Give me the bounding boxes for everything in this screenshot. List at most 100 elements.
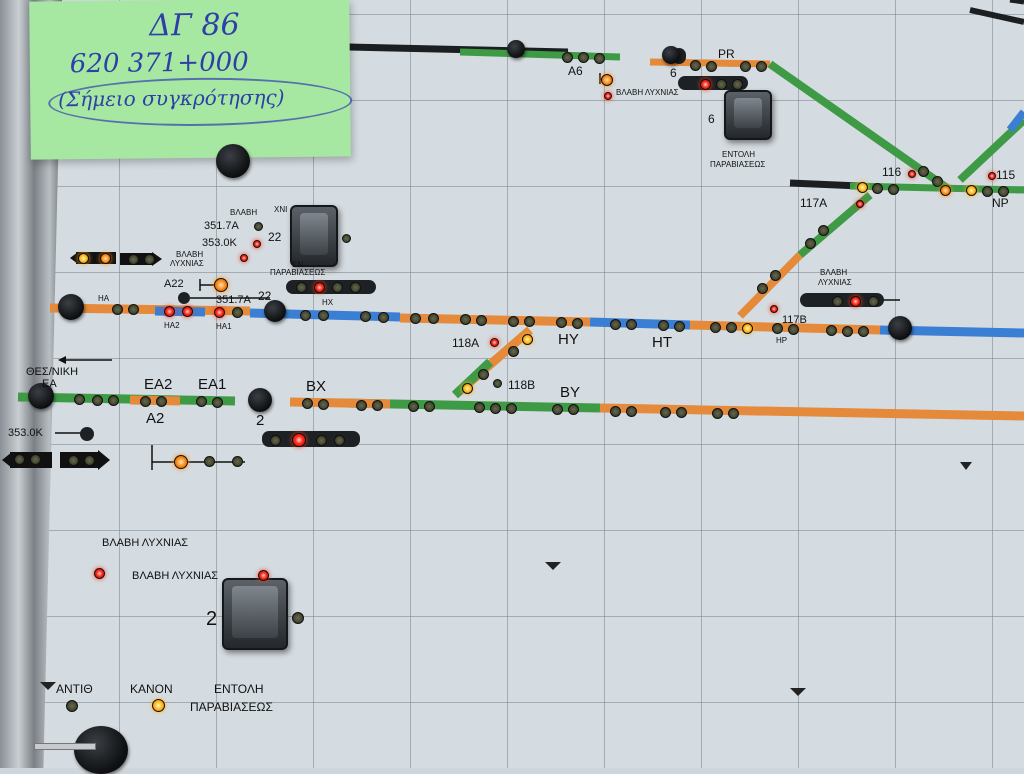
lamp [332, 282, 343, 293]
label-ea1: EA1 [198, 376, 227, 393]
track-diag-118b [451, 358, 494, 399]
lamp [522, 334, 533, 345]
lamp [982, 186, 993, 197]
lamp [478, 369, 489, 380]
label-thessaloniki: ΘΕΣ/ΝΙΚΗ [26, 366, 79, 378]
label-by: BY [560, 384, 581, 401]
lamp [524, 316, 535, 327]
lamp [908, 170, 916, 178]
lamp [66, 700, 78, 712]
lamp [128, 304, 139, 315]
lamp [690, 60, 701, 71]
lamp [460, 314, 471, 325]
lamp [410, 313, 421, 324]
label-ha1: HA1 [216, 322, 232, 331]
lamp [918, 166, 929, 177]
label-ea: EA [42, 378, 57, 390]
knob-icon[interactable] [58, 294, 84, 320]
label-entoli: ΕΝΤΟΛΗ [722, 150, 756, 159]
knob-icon[interactable] [264, 300, 286, 322]
lamp [108, 395, 119, 406]
label-lyxnias: ΛΥΧΝΙΑΣ [170, 259, 204, 268]
lamp [204, 456, 215, 467]
lamp [360, 311, 371, 322]
lamp [314, 282, 325, 293]
knob-icon[interactable] [216, 144, 250, 178]
label-antith: ΑΝΤΙΘ [56, 682, 93, 696]
lamp [196, 396, 207, 407]
knob-icon[interactable] [888, 316, 912, 340]
lamp [805, 238, 816, 249]
lamp [626, 319, 637, 330]
lamp [562, 52, 573, 63]
label-paraviaseos: ΠΑΡΑΒΙΑΣΕΩΣ [710, 160, 766, 169]
note-line-2: 620 371+000 [69, 47, 249, 80]
lamp [626, 406, 637, 417]
lamp [850, 296, 861, 307]
lamp [350, 282, 361, 293]
lamp [742, 323, 753, 334]
lamp [408, 401, 419, 412]
lamp [556, 317, 567, 328]
label-117b: 117B [782, 314, 807, 326]
lamp [476, 315, 487, 326]
signal-strip [678, 76, 748, 90]
lamp [857, 182, 868, 193]
lamp [318, 399, 329, 410]
lamp [940, 185, 951, 196]
lamp [140, 396, 151, 407]
label-ha2: HA2 [164, 321, 180, 330]
lamp [788, 324, 799, 335]
lamp [378, 312, 389, 323]
lamp [156, 396, 167, 407]
lamp [78, 253, 89, 264]
label-6: 6 [708, 112, 715, 126]
label-vlavi: ΒΛΑΒΗ [176, 250, 204, 259]
lamp [144, 254, 155, 265]
label-paraviaseos: ΠΑΡΑΒΙΑΣΕΩΣ [190, 700, 273, 714]
knob-icon[interactable] [248, 388, 272, 412]
knob-icon[interactable] [507, 40, 525, 58]
label-ht: HT [652, 334, 672, 351]
label-115: 115 [996, 168, 1016, 182]
knob-icon[interactable] [662, 46, 680, 64]
lamp [334, 435, 345, 446]
lamp [772, 323, 783, 334]
label-lyxnias: ΛΥΧΝΙΑΣ [818, 278, 852, 287]
track-corner-dark [969, 7, 1024, 25]
lamp [428, 313, 439, 324]
lamp [300, 310, 311, 321]
label-22: 22 [258, 289, 272, 303]
lamp [253, 240, 261, 248]
lamp [100, 253, 111, 264]
lamp [14, 454, 25, 465]
switch-icon[interactable] [290, 205, 338, 267]
label-np: NP [992, 196, 1009, 210]
lamp [490, 338, 499, 347]
lamp [770, 305, 778, 313]
track-diag-blue [1006, 109, 1024, 133]
track-top-green [459, 48, 621, 61]
lamp [818, 225, 829, 236]
lamp [68, 455, 79, 466]
lamp [610, 319, 621, 330]
knob-icon[interactable] [74, 726, 128, 774]
knob-lever[interactable] [34, 743, 96, 750]
lamp [888, 184, 899, 195]
label-hy: HY [558, 331, 579, 348]
label-2: 2 [206, 608, 218, 630]
lamp [832, 296, 843, 307]
knob-small [80, 427, 94, 441]
switch-icon[interactable] [222, 578, 288, 650]
lamp [604, 92, 612, 100]
label-xni: ΧΝΙ [274, 205, 288, 214]
label-vlavi-lyxnias: ΒΛΑΒΗ ΛΥΧΝΙΑΣ [616, 88, 679, 97]
label-a22: A22 [164, 278, 184, 290]
switch-icon[interactable] [724, 90, 772, 140]
knob-icon[interactable] [28, 383, 54, 409]
lamp [292, 433, 306, 447]
lamp [658, 320, 669, 331]
lamp [342, 234, 351, 243]
track-west-orange [599, 403, 1024, 421]
lamp [966, 185, 977, 196]
